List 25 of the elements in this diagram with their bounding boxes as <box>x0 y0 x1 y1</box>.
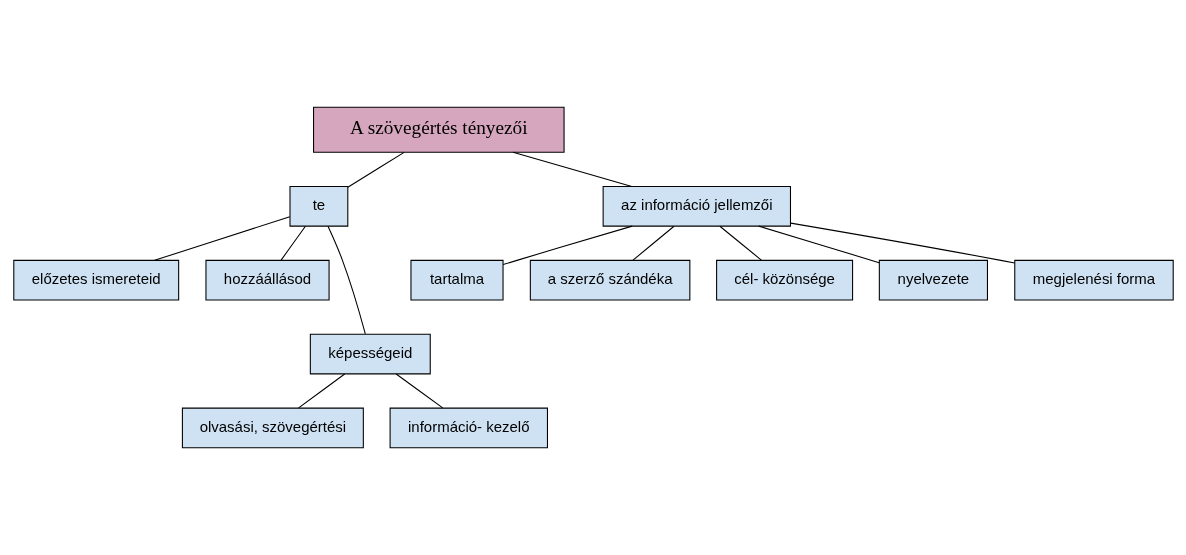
node-box: információ- kezelő <box>389 407 548 449</box>
connector <box>346 151 405 188</box>
connector <box>757 225 880 264</box>
connector <box>280 225 306 261</box>
node-box: a szerző szándéka <box>529 259 690 301</box>
node-box: tartalma <box>409 259 504 301</box>
connector <box>789 222 1015 264</box>
connector <box>502 225 633 266</box>
node-box: hozzáállásod <box>204 259 330 301</box>
connector <box>632 225 675 261</box>
node-box: megjelenési forma <box>1013 259 1174 301</box>
node-box: nyelvezete <box>878 259 988 301</box>
node-box: olvasási, szövegértési <box>181 407 364 449</box>
connector <box>153 216 290 261</box>
node-box: cél- közönsége <box>715 259 853 301</box>
node-box: az információ jellemzői <box>602 185 791 227</box>
connector <box>395 373 443 409</box>
connector <box>326 225 366 335</box>
connector <box>512 151 632 188</box>
node-box: te <box>288 185 348 227</box>
connector <box>297 373 345 409</box>
node-box: előzetes ismereteid <box>12 259 179 301</box>
node-box: A szövegértés tényezői <box>312 106 565 153</box>
node-box: képességeid <box>309 333 431 375</box>
connector <box>718 225 762 261</box>
